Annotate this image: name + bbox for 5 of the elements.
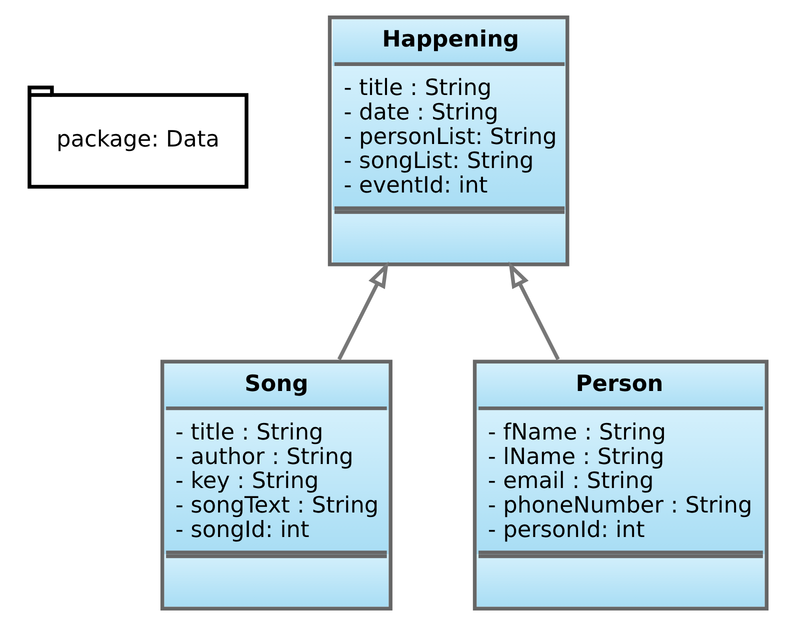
node-box: Happening - title : String - date : String - personList: String - songList: String - eventId: int [327, 16, 569, 266]
arrow [336, 261, 388, 360]
node-box: Person - fName : String - lName : String - email : String - phoneNumber : String - personId: int [472, 360, 768, 610]
node-box: Song - title : String - author : String - key : String - songText : String - songId: int [160, 360, 392, 610]
arrow [508, 261, 560, 360]
